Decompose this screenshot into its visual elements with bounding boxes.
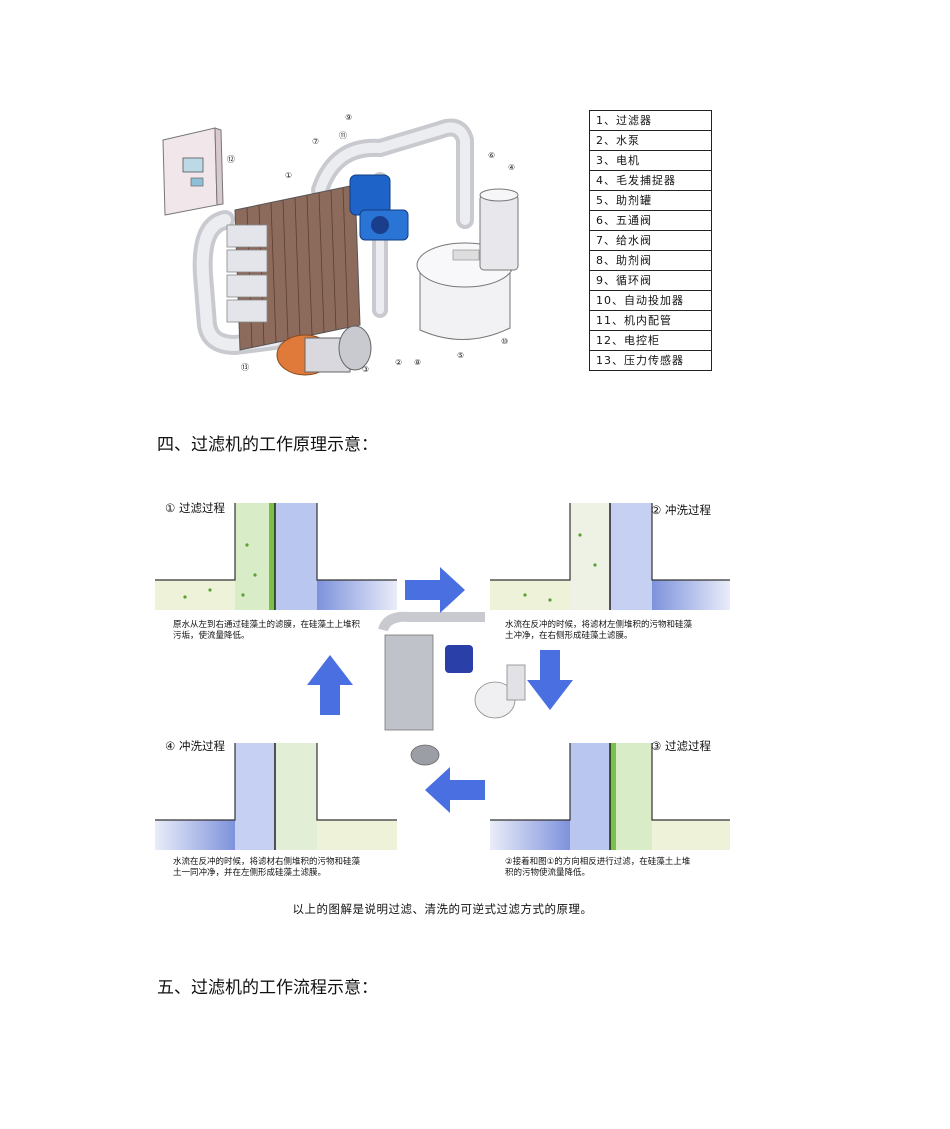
step-4-description: 水流在反冲的时候，将滤材右侧堆积的污物和硅藻土一同冲净，并在左侧形成硅藻土滤膜。 — [173, 857, 361, 878]
water-pump — [349, 174, 409, 241]
step-2-label: ② 冲洗过程 — [651, 503, 711, 517]
step-1-label: ① 过滤过程 — [165, 501, 225, 515]
callout-8: ⑧ — [414, 358, 421, 367]
legend-row: 6、五通阀 — [589, 210, 712, 231]
panel-filtering-1 — [155, 503, 397, 610]
legend-item: 5、助剂罐 — [589, 190, 712, 211]
flow-arrows — [307, 567, 573, 813]
panel-filtering-3 — [490, 743, 730, 850]
principle-caption: 以上的图解是说明过滤、清洗的可逆式过滤方式的原理。 — [292, 902, 593, 916]
legend-item: 1、过滤器 — [589, 110, 712, 131]
callout-2: ② — [395, 358, 402, 367]
motor — [276, 325, 372, 376]
filter-machine-diagram: ① ② ③ ④ ⑤ ⑥ ⑦ ⑧ ⑨ ⑩ ⑪ ⑫ ⑬ — [162, 113, 519, 376]
callout-12: ⑫ — [227, 155, 235, 164]
callout-7: ⑦ — [312, 137, 319, 146]
callout-9: ⑨ — [345, 113, 352, 122]
legend-row: 8、助剂阀 — [589, 250, 712, 271]
legend-item: 8、助剂阀 — [589, 250, 712, 271]
callout-10: ⑩ — [501, 337, 508, 346]
arrow-down-icon — [527, 650, 573, 710]
legend-item: 12、电控柜 — [589, 330, 712, 351]
legend-row: 7、给水阀 — [589, 230, 712, 251]
legend-row: 10、自动投加器 — [589, 290, 712, 311]
hair-catcher — [479, 188, 519, 271]
filter-plates — [226, 184, 361, 351]
legend-item: 13、压力传感器 — [589, 350, 712, 371]
legend-item: 9、循环阀 — [589, 270, 712, 291]
legend-row: 13、压力传感器 — [589, 350, 712, 371]
legend-item: 10、自动投加器 — [589, 290, 712, 311]
legend-item: 7、给水阀 — [589, 230, 712, 251]
callout-6: ⑥ — [488, 151, 495, 160]
callout-4: ④ — [508, 163, 515, 172]
diagram-callouts: ① ② ③ ④ ⑤ ⑥ ⑦ ⑧ ⑨ ⑩ ⑪ ⑫ ⑬ — [227, 113, 515, 374]
section-heading-principle: 四、过滤机的工作原理示意： — [157, 435, 378, 455]
step-2-description: 水流在反冲的时候，将滤材左侧堆积的污物和硅藻土冲净，在右侧形成硅藻土滤膜。 — [505, 620, 693, 641]
arrow-up-icon — [307, 655, 353, 715]
legend-item: 3、电机 — [589, 150, 712, 171]
step-4-label: ④ 冲洗过程 — [165, 739, 225, 753]
legend-row: 3、电机 — [589, 150, 712, 171]
arrow-left-icon — [425, 767, 485, 813]
callout-5: ⑤ — [457, 351, 464, 360]
legend-row: 5、助剂罐 — [589, 190, 712, 211]
legend-item: 4、毛发捕捉器 — [589, 170, 712, 191]
panel-backwash-4 — [155, 743, 397, 850]
callout-1: ① — [285, 171, 292, 180]
legend-row: 11、机内配管 — [589, 310, 712, 331]
legend-row: 9、循环阀 — [589, 270, 712, 291]
callout-13: ⑬ — [241, 363, 249, 372]
arrow-right-icon — [405, 567, 465, 613]
step-3-description: ②接着和图①的方向相反进行过滤，在硅藻土上堆积的污物使流量降低。 — [505, 857, 691, 878]
callout-11: ⑪ — [339, 131, 347, 140]
control-cabinet — [162, 127, 224, 216]
legend-item: 6、五通阀 — [589, 210, 712, 231]
working-principle-diagram: ① 过滤过程 ② 冲洗过程 ③ 过滤过程 ④ 冲洗过程 — [155, 501, 730, 850]
callout-3: ③ — [362, 365, 369, 374]
step-1-description: 原水从左到右通过硅藻土的滤膜，在硅藻土上堆积污垢，使流量降低。 — [173, 620, 361, 641]
legend-item: 2、水泵 — [589, 130, 712, 151]
legend-row: 1、过滤器 — [589, 110, 712, 131]
step-3-label: ③ 过滤过程 — [651, 739, 711, 753]
legend-row: 12、电控柜 — [589, 330, 712, 351]
section-heading-workflow: 五、过滤机的工作流程示意： — [157, 978, 378, 998]
legend-item: 11、机内配管 — [589, 310, 712, 331]
piping — [192, 118, 474, 356]
legend-row: 4、毛发捕捉器 — [589, 170, 712, 191]
panel-backwash-2 — [490, 503, 730, 610]
center-machine-thumbnail — [378, 611, 526, 766]
legend-row: 2、水泵 — [589, 130, 712, 151]
